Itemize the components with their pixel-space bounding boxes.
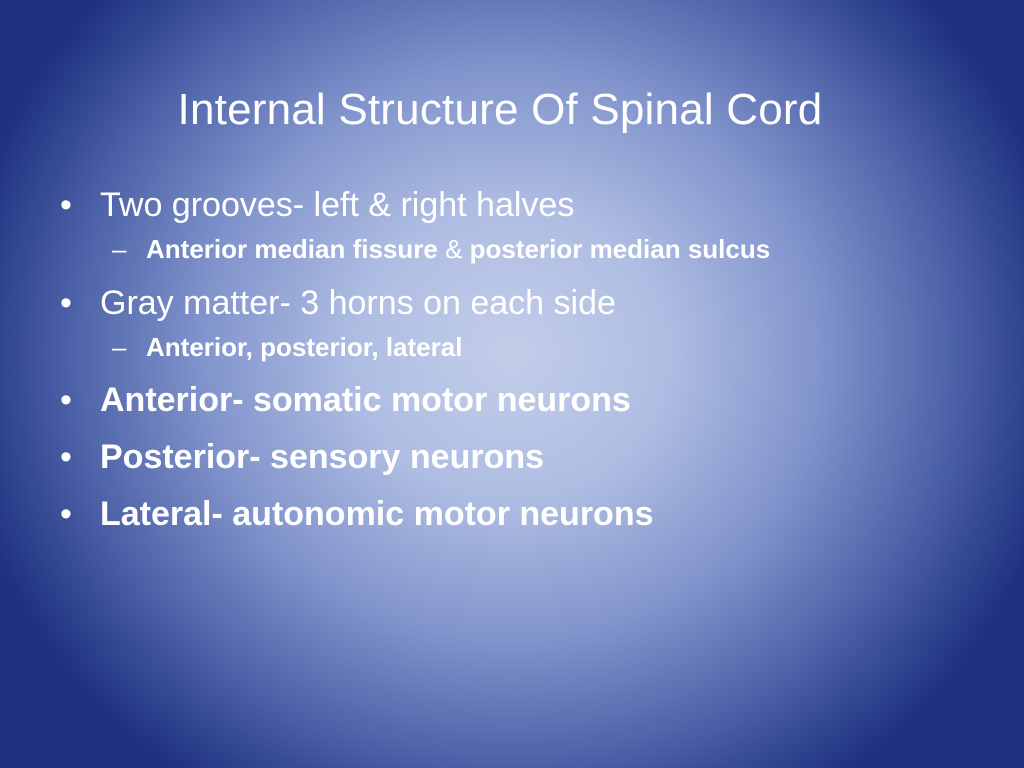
bullet-icon: •: [60, 495, 72, 534]
bullet-item-gray-matter: • Gray matter- 3 horns on each side: [58, 284, 918, 323]
sub-item-horns: – Anterior, posterior, lateral: [58, 331, 918, 364]
bullet-text: Two grooves- left & right halves: [100, 186, 575, 224]
bullet-item-grooves: • Two grooves- left & right halves: [58, 186, 918, 225]
sub-text-joiner: &: [437, 234, 470, 265]
bullet-item-posterior: • Posterior- sensory neurons: [58, 438, 918, 477]
slide-title: Internal Structure Of Spinal Cord: [177, 85, 823, 134]
bullet-icon: •: [60, 283, 72, 322]
sub-text: Anterior, posterior, lateral: [146, 331, 463, 362]
bullet-icon: •: [60, 381, 72, 420]
sub-text-part1: Anterior median fissure: [146, 234, 438, 265]
bullet-text: Posterior- sensory neurons: [100, 438, 545, 477]
bullet-item-anterior: • Anterior- somatic motor neurons: [58, 381, 918, 420]
dash-icon: –: [112, 234, 127, 265]
sub-text-part2: posterior median sulcus: [469, 234, 771, 265]
bullet-text: Anterior- somatic motor neurons: [100, 381, 631, 420]
bullet-icon: •: [60, 438, 72, 477]
bullet-icon: •: [60, 186, 72, 224]
bullet-text: Lateral- autonomic motor neurons: [100, 495, 654, 534]
bullet-text: Gray matter- 3 horns on each side: [100, 283, 616, 322]
dash-icon: –: [112, 331, 127, 362]
sub-item-fissure-sulcus: – Anterior median fissure & posterior me…: [58, 233, 918, 266]
slide-body: • Two grooves- left & right halves – Ant…: [58, 186, 918, 534]
bullet-item-lateral: • Lateral- autonomic motor neurons: [58, 495, 918, 534]
